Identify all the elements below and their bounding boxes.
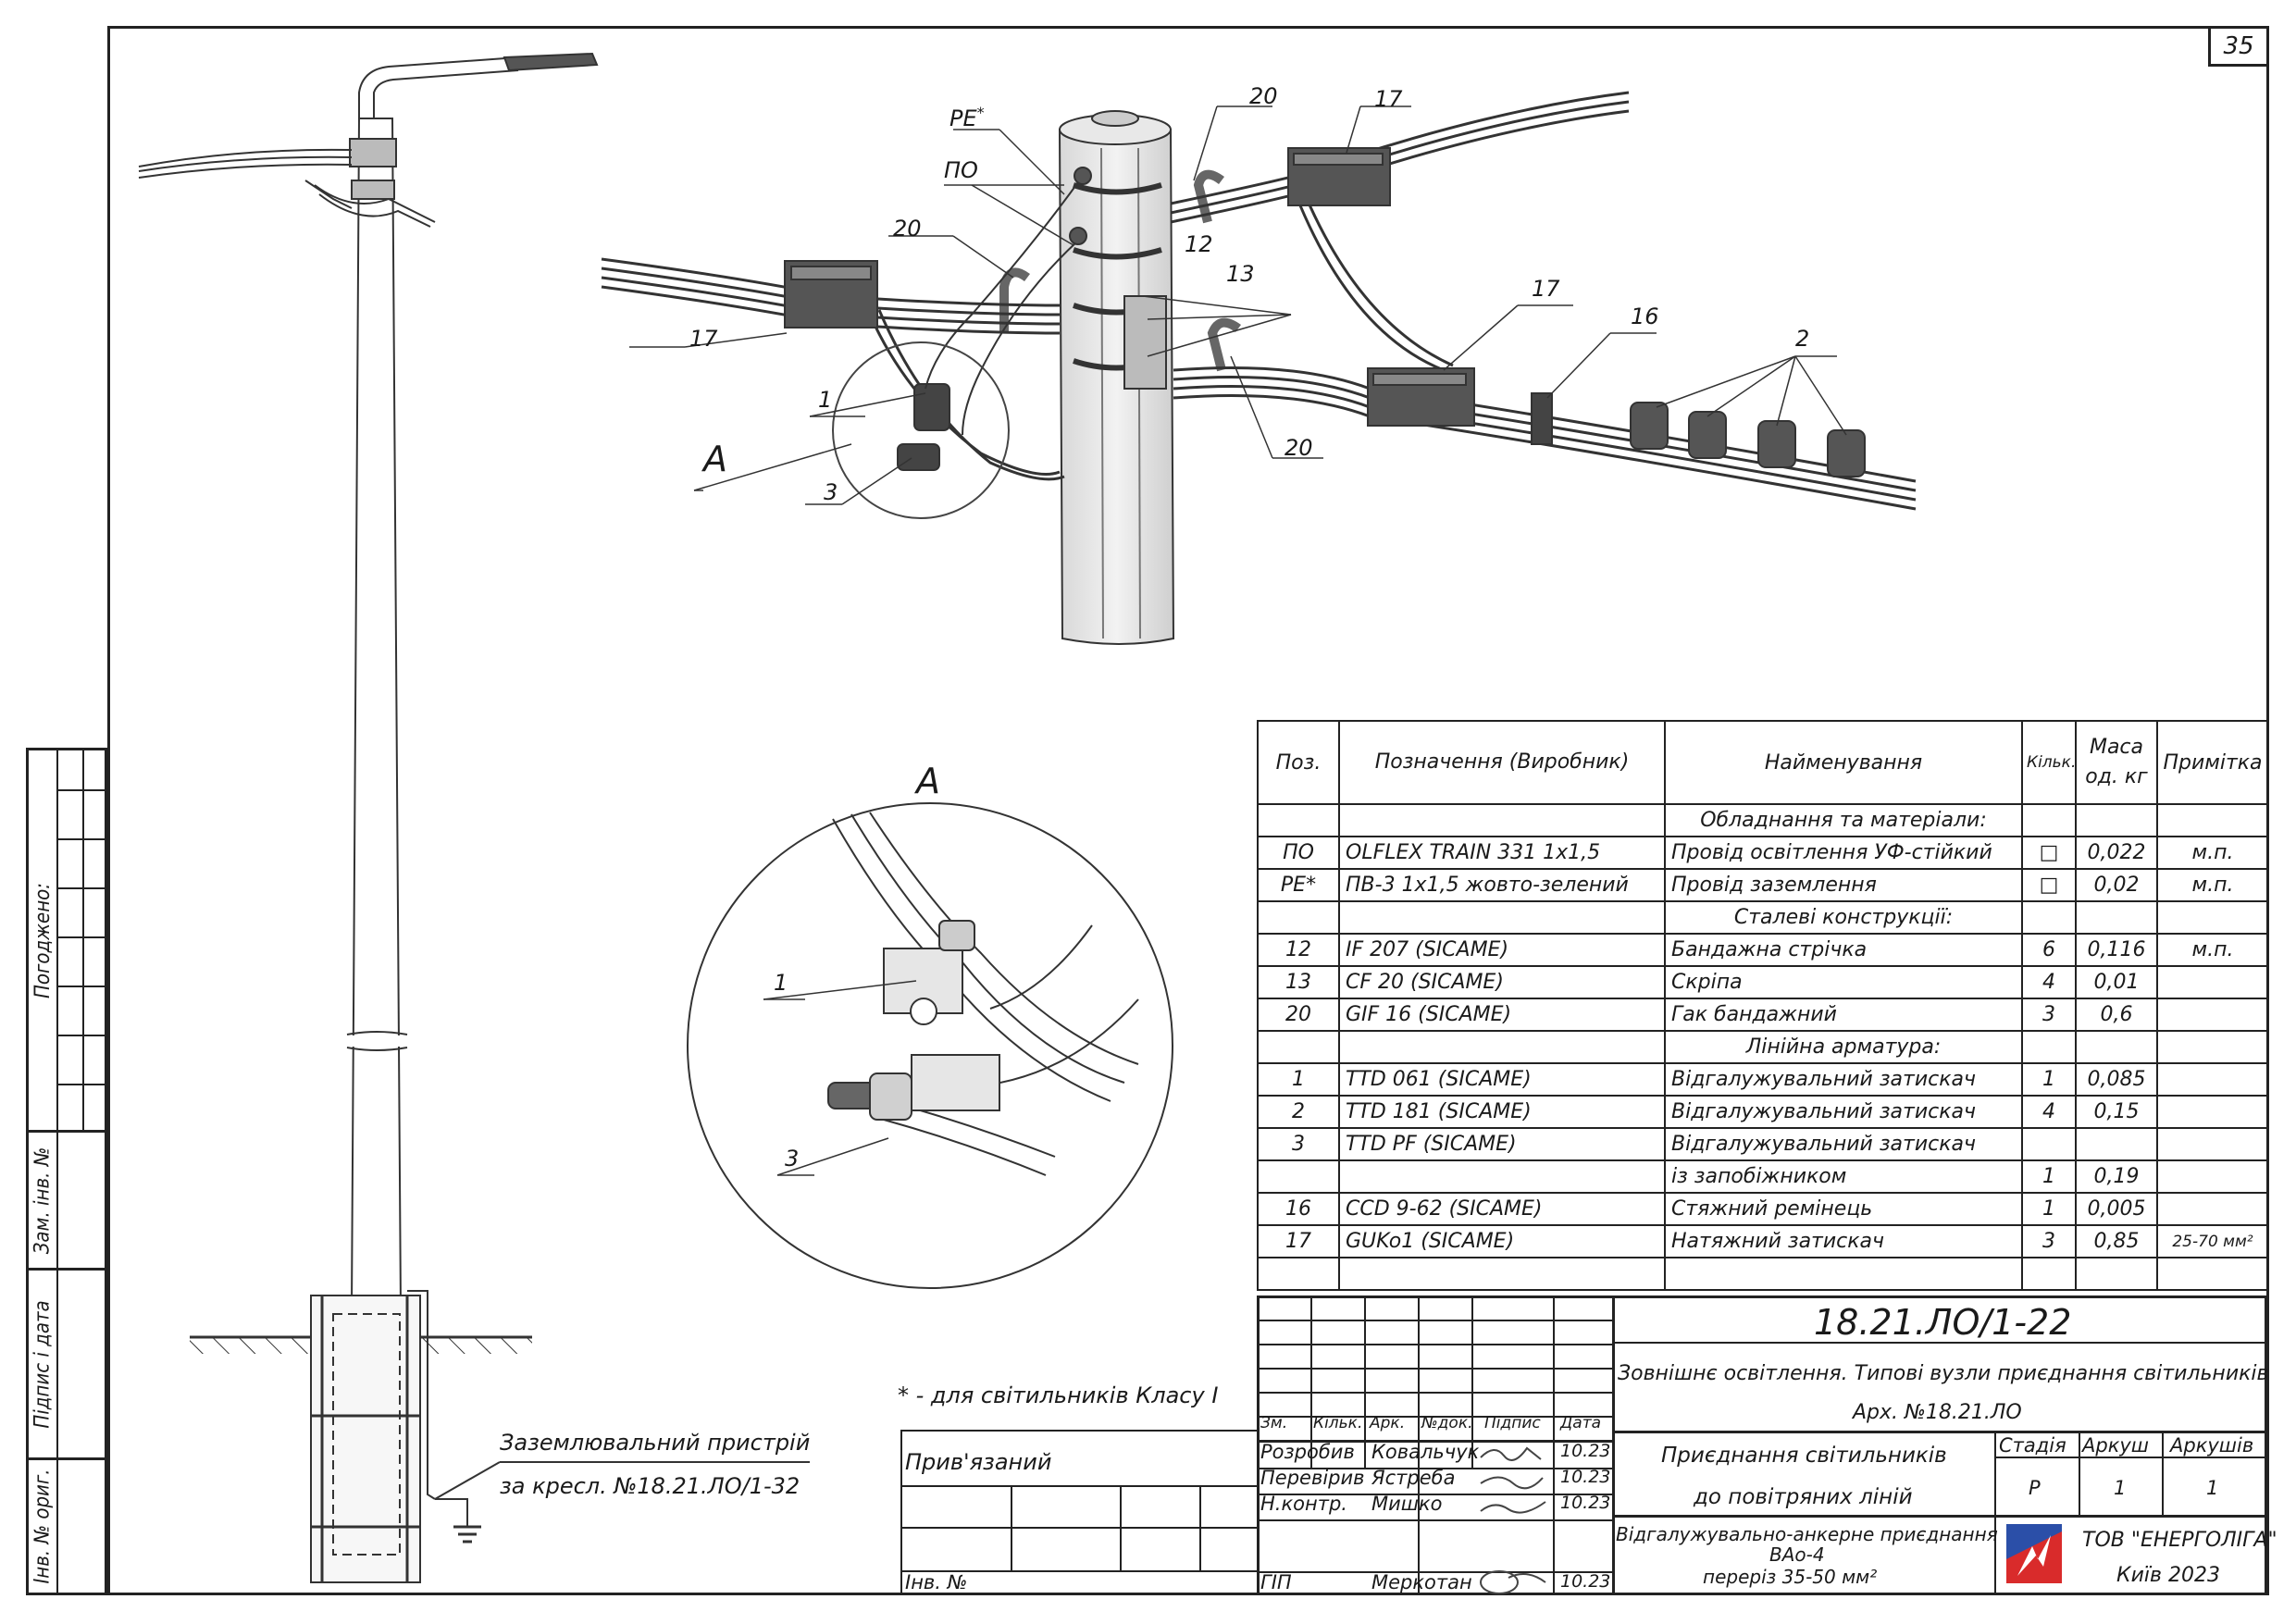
detail-a-title: А [916,761,940,801]
callout-pe-star: * [976,104,985,121]
callout-17-top: 17 [1374,86,1403,112]
table-row: із запобіжником 1 0,19 [1257,1159,2269,1194]
name-gip: Меркотан [1371,1571,1472,1593]
sheet-label: Аркуш [2082,1434,2150,1457]
detail-leaders [763,980,917,1176]
callout-1: 1 [818,387,833,413]
role-developer: Розробив [1260,1441,1355,1463]
callout-3: 3 [824,479,838,505]
table-row: Лінійна арматура: [1257,1030,2269,1064]
header-name: Найменування [1664,720,2023,805]
role-norm-control: Н.контр. [1260,1493,1347,1515]
doc-code: 18.21.ЛО/1-22 [1814,1302,2072,1343]
header-pos: Поз. [1257,720,1340,805]
section-steel: Сталеві конструкції: [1664,900,2023,935]
table-row: Обладнання та матеріали: [1257,803,2269,837]
table-row: 1 TTD 061 (SICAME) Відгалужувальний зати… [1257,1062,2269,1097]
company-name: ТОВ "ЕНЕРГОЛІГА" [2082,1529,2277,1552]
sheet-number: 35 [2208,26,2269,67]
linked-label: Прив'язаний [905,1449,1052,1475]
clamps-2 [1630,402,1866,477]
table-row: Сталеві конструкції: [1257,900,2269,935]
header-mass: Маса од. кг [2075,720,2158,805]
header-qty: Кільк. [2021,720,2077,805]
pole-elevation [138,52,810,1583]
rev-header-doc: №док. [1421,1414,1473,1432]
detail-callout-3: 3 [785,1146,800,1172]
callout-20-top: 20 [1249,83,1278,109]
revision-grid [1257,1295,1615,1595]
callout-13: 13 [1226,261,1255,287]
date-gip: 10.23 [1560,1571,1611,1592]
rev-header-kilk: Кільк. [1313,1414,1363,1432]
table-row [1257,1257,2269,1291]
drawing-title-line2: до повітряних ліній [1694,1485,1913,1509]
callout-17-mid: 17 [1532,276,1560,302]
sheets-value: 1 [2206,1477,2219,1499]
name-norm-control: Мишко [1371,1493,1443,1515]
sheet-value: 1 [2114,1477,2127,1499]
grounding-note-line2: за кресл. №18.21.ЛО/1-32 [500,1473,800,1499]
table-row: 13 CF 20 (SICAME) Скріпа 4 0,01 [1257,965,2269,999]
role-gip: ГІП [1260,1571,1292,1593]
sheet-title-line3: переріз 35-50 мм² [1703,1566,1878,1588]
sheet-title-line2: ВАо-4 [1769,1543,1825,1566]
callout-17-left: 17 [689,326,718,352]
signatures [1480,1446,1546,1594]
section-equipment: Обладнання та матеріали: [1664,803,2023,837]
callout-16: 16 [1631,304,1659,329]
table-row: 16 CCD 9-62 (SICAME) Стяжний ремінець 1 … [1257,1192,2269,1226]
table-row: 3 TTD PF (SICAME) Відгалужувальний затис… [1257,1127,2269,1161]
title-block [1257,1295,2267,1595]
section-line-fittings: Лінійна арматура: [1664,1030,2023,1064]
rev-header-sign: Підпис [1484,1414,1541,1432]
linked-block [900,1430,1257,1595]
name-developer: Ковальчук [1371,1441,1480,1463]
spec-table: Поз. Позначення (Виробник) Найменування … [1257,720,2269,1291]
company-logo [2006,1524,2062,1583]
table-row: 20 GIF 16 (SICAME) Гак бандажний 3 0,6 [1257,998,2269,1032]
stage-label: Стадія [1999,1434,2066,1457]
date-checker: 10.23 [1560,1467,1611,1487]
rev-header-ark: Арк. [1370,1414,1406,1432]
rev-header-zm: Зм. [1260,1414,1288,1432]
name-checker: Ястреба [1371,1467,1456,1489]
sheets-label: Аркушів [2170,1434,2254,1457]
archive-number: Арх. №18.21.ЛО [1853,1401,2022,1424]
sheet-title-line1: Відгалужувально-анкерне приєднання [1616,1523,1998,1545]
detail-callout-1: 1 [774,970,788,996]
grounding-note-line1: Заземлювальний пристрій [500,1430,811,1456]
callout-12: 12 [1185,231,1213,257]
detail-a [687,802,1173,1289]
project-title: Зовнішнє освітлення. Типові вузли приєдн… [1618,1362,2269,1385]
callout-pe: PE* [949,104,985,131]
callout-20-bottom: 20 [1285,435,1313,461]
table-row: 12 IF 207 (SICAME) Бандажна стрічка 6 0,… [1257,933,2269,967]
header-note: Примітка [2156,720,2269,805]
callout-2: 2 [1795,326,1810,352]
rev-header-date: Дата [1560,1414,1602,1432]
spec-header-row: Поз. Позначення (Виробник) Найменування … [1257,720,2269,805]
callout-view-a: А [703,439,727,479]
role-checker: Перевірив [1260,1467,1365,1489]
side-stamp-orig-inv: Інв. № ориг. [26,1457,107,1595]
company-city-year: Київ 2023 [2116,1564,2220,1587]
drawing-title-line1: Приєднання світильників [1661,1444,1947,1468]
assembly-view [601,91,1917,645]
stage-value: Р [2029,1477,2041,1499]
callout-po: ПО [944,157,978,183]
table-row: 2 TTD 181 (SICAME) Відгалужувальний зати… [1257,1095,2269,1129]
footnote: * - для світильників Класу I [898,1382,1219,1408]
date-norm-control: 10.23 [1560,1493,1611,1513]
table-row: 17 GUKo1 (SICAME) Натяжний затискач 3 0,… [1257,1224,2269,1258]
table-row: ПО OLFLEX TRAIN 331 1x1,5 Провід освітле… [1257,836,2269,870]
inv-label: Інв. № [905,1571,968,1593]
callout-leaders [629,105,1847,505]
callout-20-left: 20 [893,216,922,242]
date-developer: 10.23 [1560,1441,1611,1461]
table-row: PE* ПВ-3 1x1,5 жовто-зелений Провід зазе… [1257,868,2269,902]
header-designation: Позначення (Виробник) [1338,720,1666,805]
